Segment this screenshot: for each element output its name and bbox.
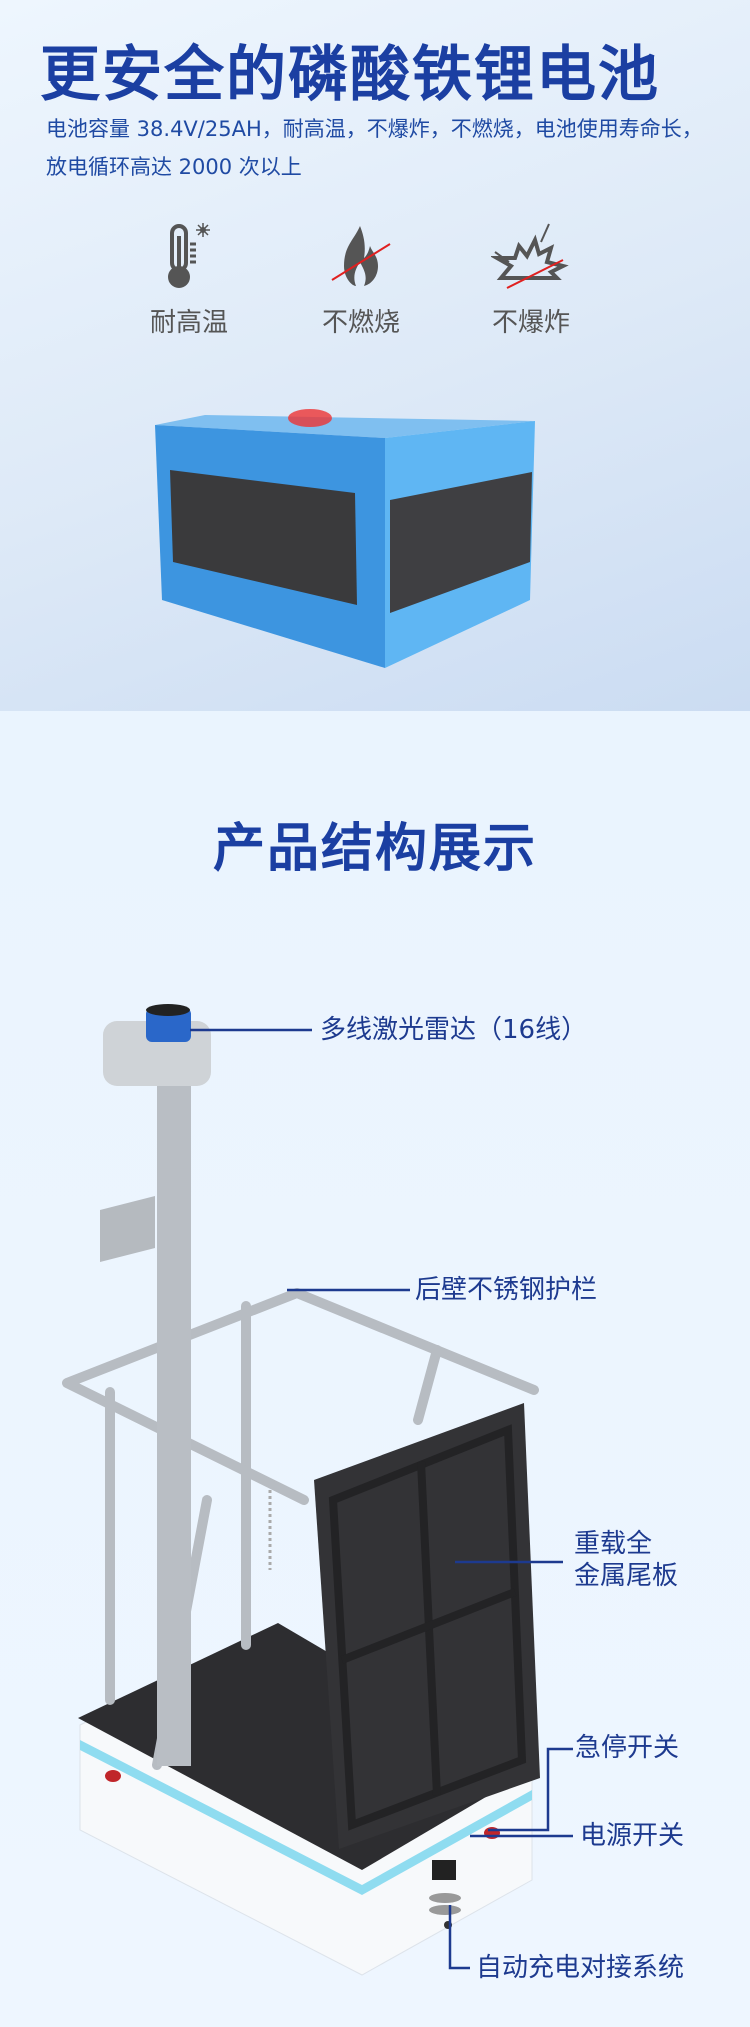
feature-high-temp: 耐高温 bbox=[129, 222, 249, 339]
structure-title: 产品结构展示 bbox=[212, 819, 537, 879]
callout-tailboard-1: 重载全 bbox=[574, 1529, 653, 1559]
feature-label: 耐高温 bbox=[149, 308, 228, 338]
battery-title: 更安全的磷酸铁锂电池 bbox=[40, 40, 660, 110]
no-explosion-icon bbox=[491, 223, 569, 289]
callout-emergency-stop: 急停开关 bbox=[575, 1733, 680, 1763]
thermometer-icon bbox=[168, 223, 210, 288]
battery-description: 电池容量 38.4V/25AH，耐高温，不爆炸，不燃烧，电池使用寿命长，放电循环… bbox=[46, 117, 703, 179]
callout-guardrail: 后壁不锈钢护栏 bbox=[415, 1275, 598, 1305]
callout-auto-charging: 自动充电对接系统 bbox=[476, 1953, 685, 1983]
feature-label: 不燃烧 bbox=[321, 308, 400, 338]
battery-image bbox=[155, 409, 535, 668]
feature-no-explosion: 不爆炸 bbox=[471, 222, 591, 339]
callout-lidar: 多线激光雷达（16线） bbox=[320, 1015, 588, 1045]
callout-power-switch: 电源开关 bbox=[580, 1821, 685, 1851]
feature-label: 不爆炸 bbox=[491, 308, 570, 338]
feature-no-fire: 不燃烧 bbox=[301, 222, 421, 339]
callout-tailboard-2: 金属尾板 bbox=[574, 1561, 679, 1591]
no-fire-icon bbox=[331, 226, 391, 286]
